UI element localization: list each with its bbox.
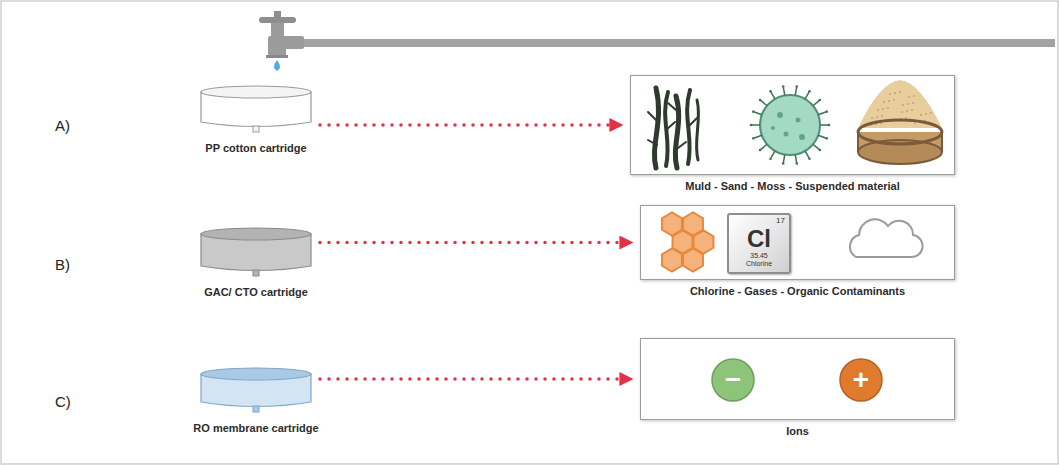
faucet xyxy=(259,11,1055,71)
caption: GAC/ CTO cartridge xyxy=(204,286,308,298)
microbe xyxy=(750,85,831,164)
flow-arrow xyxy=(320,377,632,381)
water-drop xyxy=(274,60,280,71)
caption: PP cotton cartridge xyxy=(205,142,306,154)
organic-hexagons xyxy=(662,213,713,272)
anion-circle: − xyxy=(711,358,755,402)
moss xyxy=(648,88,699,168)
row-letter: A) xyxy=(55,117,70,134)
pp-cartridge: PP cotton cartridge xyxy=(200,86,312,132)
row-letter: B) xyxy=(55,256,70,273)
element-text: 17 xyxy=(733,217,785,226)
element-tile: 17Cl35.45Chlorine xyxy=(727,213,791,274)
cation-circle: + xyxy=(839,358,883,402)
caption: Chlorine - Gases - Organic Contaminants xyxy=(690,285,905,297)
ion-sign: + xyxy=(853,366,869,394)
ion-sign: − xyxy=(725,366,741,394)
contaminant-box: 17Cl35.45ChlorineChlorine - Gases - Orga… xyxy=(640,205,955,280)
caption: RO membrane cartridge xyxy=(193,422,318,434)
element-text: Cl xyxy=(733,226,785,252)
element-text: Chlorine xyxy=(733,260,785,268)
flow-arrow xyxy=(320,123,622,127)
cartridge-shape xyxy=(200,368,312,412)
gas-cloud xyxy=(850,219,923,257)
ion-box: −+Ions xyxy=(640,338,955,420)
gac-cartridge: GAC/ CTO cartridge xyxy=(200,228,312,276)
row-letter: C) xyxy=(55,393,71,410)
element-text: 35.45 xyxy=(733,252,785,260)
sand-sieve xyxy=(858,80,942,164)
caption: Ions xyxy=(786,425,809,437)
ro-cartridge: RO membrane cartridge xyxy=(200,368,312,412)
cartridge-shape xyxy=(200,228,312,276)
flow-arrow xyxy=(320,241,632,245)
cartridge-shape xyxy=(200,86,312,132)
contaminant-box: Muld - Sand - Moss - Suspended material xyxy=(630,75,955,175)
caption: Muld - Sand - Moss - Suspended material xyxy=(685,180,900,192)
